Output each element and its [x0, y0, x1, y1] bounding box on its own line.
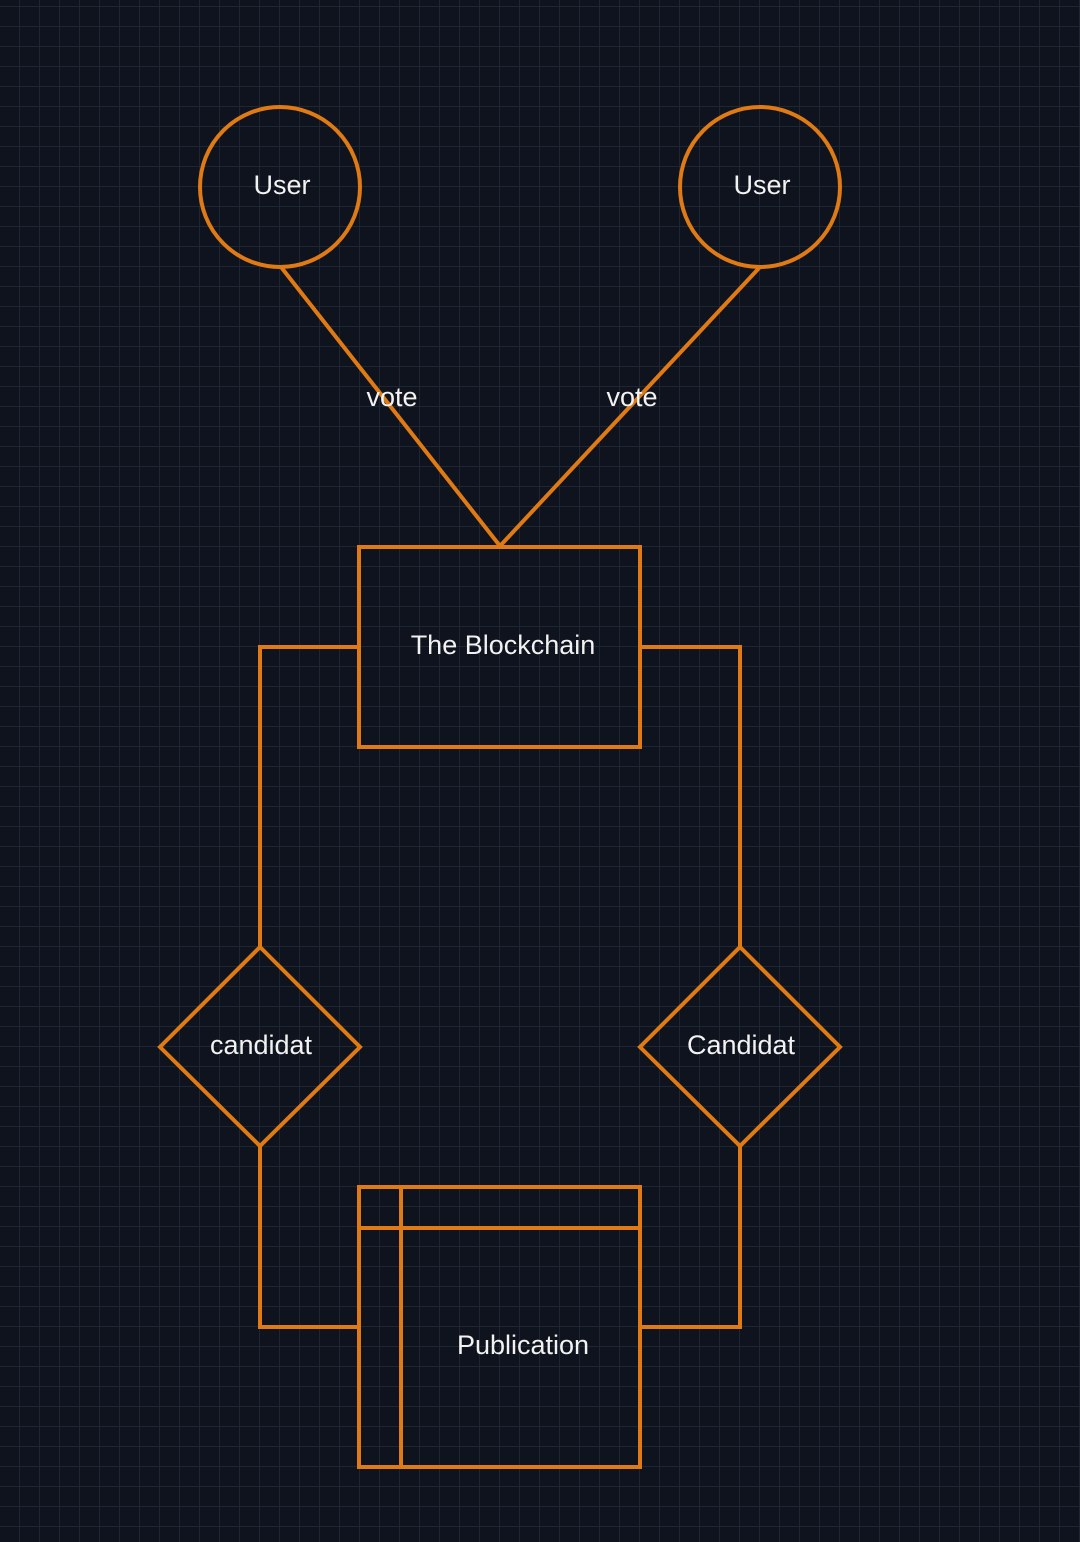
publication-label: Publication: [457, 1330, 589, 1360]
candidat-left-diamond: [157, 944, 363, 1149]
edge-candidat-left-to-publication[interactable]: [258, 1146, 359, 1329]
edge-vote-right-label: vote: [606, 382, 657, 412]
node-publication[interactable]: Publication: [357, 1185, 642, 1469]
blockchain-label: The Blockchain: [411, 630, 596, 660]
edge-chain-to-candidat-left[interactable]: [258, 645, 359, 947]
publication-rect: [357, 1185, 642, 1469]
candidat-right-label: Candidat: [687, 1030, 796, 1060]
edge-vote-right[interactable]: [498, 265, 762, 548]
blockchain-rect: [357, 545, 642, 749]
node-candidat-right[interactable]: Candidat: [637, 944, 843, 1149]
candidat-right-diamond: [637, 944, 843, 1149]
user-right-circle: [678, 105, 842, 269]
node-user-right[interactable]: User: [678, 105, 842, 269]
edge-vote-left-label: vote: [366, 382, 417, 412]
candidat-left-label: candidat: [210, 1030, 313, 1060]
edge-chain-to-candidat-right[interactable]: [640, 645, 742, 947]
edge-candidat-right-to-publication[interactable]: [640, 1146, 742, 1329]
node-candidat-left[interactable]: candidat: [157, 944, 363, 1149]
edge-vote-left[interactable]: [279, 265, 502, 548]
node-blockchain[interactable]: The Blockchain: [357, 545, 642, 749]
user-right-label: User: [733, 170, 790, 200]
node-user-left[interactable]: User: [198, 105, 362, 269]
user-left-circle: [198, 105, 362, 269]
user-left-label: User: [253, 170, 310, 200]
